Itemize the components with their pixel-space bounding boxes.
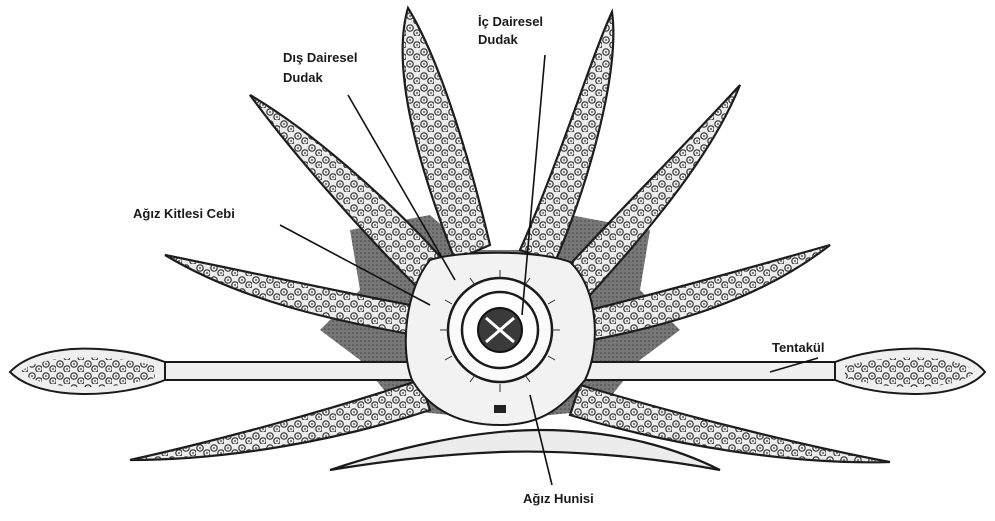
label-outer-lip-2: Dudak xyxy=(283,70,324,85)
label-inner-lip-1: İç Dairesel xyxy=(478,14,543,29)
label-inner-lip-2: Dudak xyxy=(478,32,519,47)
label-mouth-funnel: Ağız Hunisi xyxy=(523,491,594,506)
label-outer-lip-1: Dış Dairesel xyxy=(283,50,357,65)
label-tentacle: Tentakül xyxy=(772,340,825,355)
mouth-region xyxy=(406,253,595,425)
funnel-opening xyxy=(494,405,506,413)
label-mouth-pocket: Ağız Kitlesi Cebi xyxy=(133,206,235,221)
arm xyxy=(130,380,430,460)
